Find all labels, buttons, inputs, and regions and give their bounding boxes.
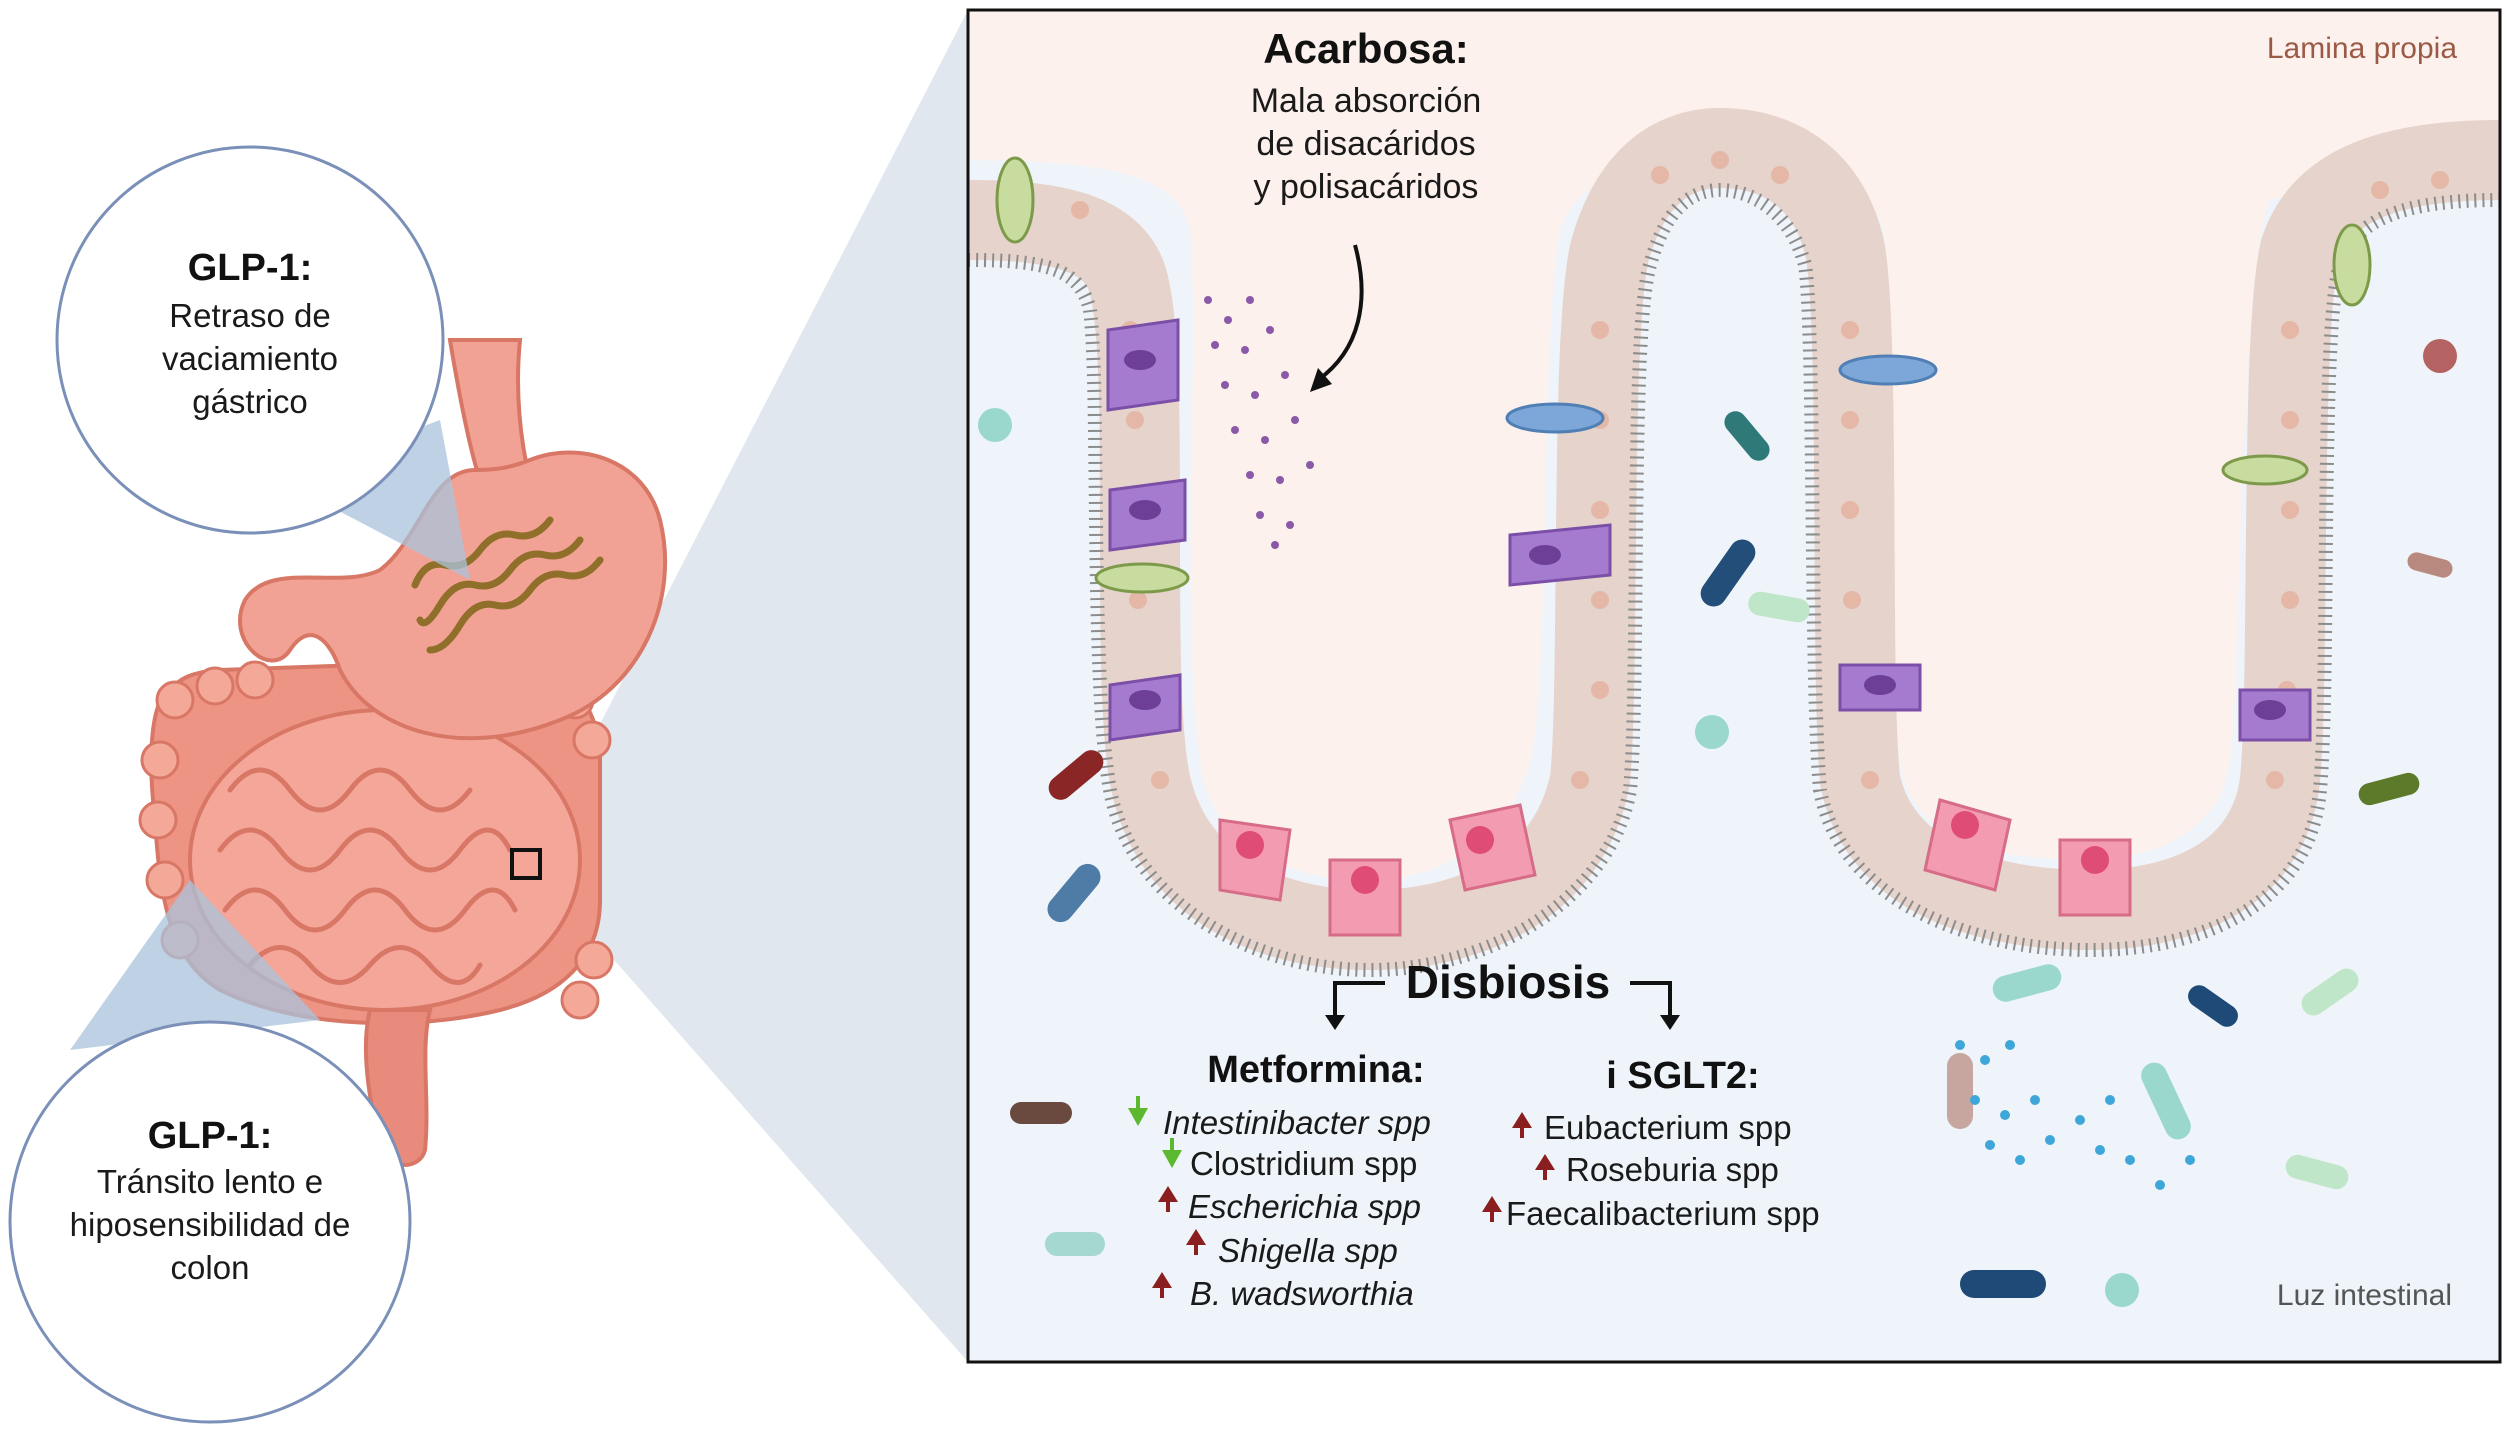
metabolite-particles <box>1955 1040 2195 1190</box>
motility-waves <box>411 516 604 654</box>
glp1-stomach-line-2: vaciamiento <box>162 340 338 377</box>
up-arrow-icon <box>1535 1154 1555 1170</box>
up-arrow-icon <box>1158 1186 1178 1202</box>
zoomed-panel: Lamina propia Luz intestinal Acarbosa: M… <box>966 8 2502 1364</box>
isglt2-item: Eubacterium spp <box>1544 1109 1792 1146</box>
glp1-colon-line-1: Tránsito lento e <box>97 1163 323 1200</box>
zoom-funnel <box>532 10 968 1362</box>
isglt2-item: Faecalibacterium spp <box>1506 1195 1820 1232</box>
glp1-colon-line-2: hiposensibilidad de <box>70 1206 351 1243</box>
goblet-cells <box>1106 318 2312 742</box>
region-lamina-propia: Lamina propia <box>2267 32 2457 65</box>
glp1-stomach-callout: GLP-1: Retraso de vaciamiento gástrico <box>55 145 445 535</box>
acarbosa-arrow <box>1316 244 1364 382</box>
metformina-list: Intestinibacter spp Clostridium spp Esch… <box>1128 1096 1431 1312</box>
acarbosa-line-1: Mala absorción <box>1251 82 1482 120</box>
isglt2-list: Eubacterium spp Roseburia spp Faecalibac… <box>1482 1109 1820 1232</box>
disbiosis-arrowhead-right <box>1660 1015 1680 1030</box>
lamina-propia-region <box>968 10 2500 880</box>
up-arrow-icon <box>1152 1272 1172 1288</box>
disaccharide-particles <box>1204 296 1314 549</box>
glp1-stomach-title: GLP-1: <box>188 247 313 289</box>
digestive-organs <box>138 338 668 1167</box>
zoom-square <box>510 848 542 880</box>
up-arrow-icon <box>1512 1112 1532 1128</box>
panel-frame <box>966 8 2502 1364</box>
bacteria <box>978 339 2457 1307</box>
down-arrow-icon <box>1162 1150 1182 1168</box>
stomach-callout-cone <box>280 420 470 580</box>
region-luz-intestinal: Luz intestinal <box>2277 1279 2452 1312</box>
acarbosa-line-3: y polisacáridos <box>1254 168 1479 206</box>
metformina-title: Metformina: <box>1207 1049 1424 1091</box>
paneth-cells <box>1218 798 2132 937</box>
disbiosis-arrowhead-left <box>1325 1015 1345 1030</box>
glp1-colon-callout: GLP-1: Tránsito lento e hiposensibilidad… <box>8 1020 412 1424</box>
isglt2-title: i SGLT2: <box>1606 1055 1759 1097</box>
metformina-item: Shigella spp <box>1218 1232 1398 1269</box>
up-arrow-icon <box>1482 1196 1502 1212</box>
metformina-item: Escherichia spp <box>1188 1188 1421 1225</box>
isglt2-item: Roseburia spp <box>1566 1151 1779 1188</box>
acarbosa-title: Acarbosa: <box>1263 25 1468 72</box>
colon-callout-cone <box>70 880 320 1050</box>
down-arrow-icon <box>1128 1108 1148 1126</box>
glp1-colon-line-3: colon <box>171 1249 250 1286</box>
enteroendocrine-cells <box>995 156 2372 594</box>
acarbosa-line-2: de disacáridos <box>1256 125 1475 163</box>
metformina-item: Clostridium spp <box>1190 1145 1417 1182</box>
metformina-item: B. wadsworthia <box>1190 1275 1414 1312</box>
tuft-cells <box>1505 354 1938 434</box>
disbiosis-title: Disbiosis <box>1406 956 1611 1008</box>
metformina-item: Intestinibacter spp <box>1163 1104 1431 1141</box>
acarbosa-arrowhead <box>1310 368 1332 392</box>
stomach <box>238 450 668 741</box>
glp1-stomach-line-3: gástrico <box>192 383 308 420</box>
glp1-stomach-line-1: Retraso de <box>169 297 330 334</box>
esophagus <box>447 338 533 482</box>
glp1-colon-title: GLP-1: <box>148 1115 273 1157</box>
disbiosis-arrows <box>1333 981 1672 1015</box>
up-arrow-icon <box>1186 1229 1206 1245</box>
epithelium-outline <box>968 107 2500 971</box>
